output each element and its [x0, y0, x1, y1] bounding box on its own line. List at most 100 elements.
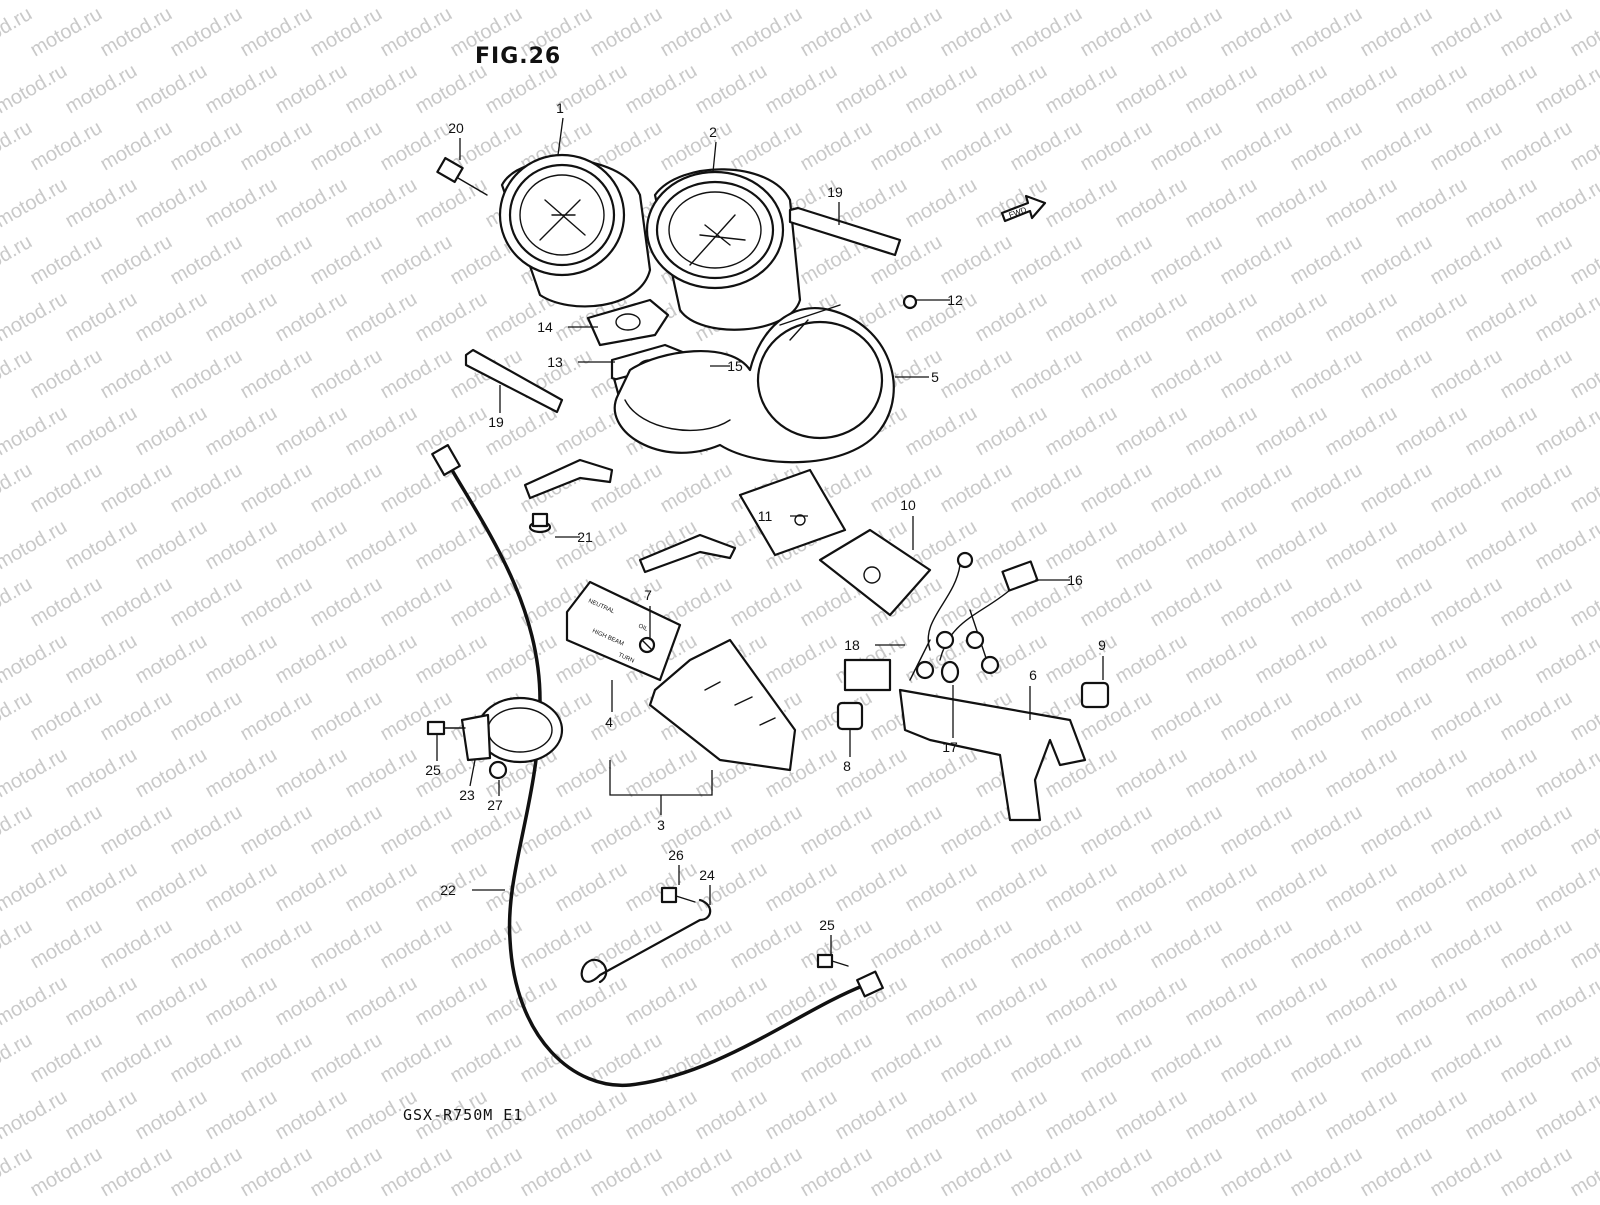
figure-title: FIG.26 [475, 44, 561, 69]
watermark-text: motod.ru [1077, 915, 1156, 974]
watermark-text: motod.ru [167, 573, 246, 632]
callout-15: 15 [727, 358, 743, 374]
watermark-text: motod.ru [307, 231, 386, 290]
watermark-text: motod.ru [727, 801, 806, 860]
watermark-text: motod.ru [27, 573, 106, 632]
watermark-text: motod.ru [692, 0, 771, 4]
watermark-text: motod.ru [972, 60, 1051, 119]
watermark-text: motod.ru [0, 231, 36, 290]
watermark-text: motod.ru [1427, 345, 1506, 404]
bolt-21 [530, 514, 550, 532]
watermark-text: motod.ru [1147, 801, 1226, 860]
watermark-text: motod.ru [552, 858, 631, 917]
nut-27 [490, 762, 506, 778]
watermark-text: motod.ru [1392, 174, 1471, 233]
watermark-text: motod.ru [27, 1143, 106, 1200]
watermark-text: motod.ru [1252, 744, 1331, 803]
watermark-text: motod.ru [1532, 0, 1600, 4]
watermark-text: motod.ru [132, 174, 211, 233]
callout-13: 13 [547, 354, 563, 370]
watermark-text: motod.ru [622, 1086, 701, 1145]
watermark-text: motod.ru [1462, 402, 1541, 461]
watermark-text: motod.ru [482, 858, 561, 917]
watermark-text: motod.ru [1182, 1086, 1261, 1145]
watermark-text: motod.ru [342, 174, 421, 233]
watermark-text: motod.ru [377, 1029, 456, 1088]
watermark-text: motod.ru [167, 1143, 246, 1200]
grommet-9 [1082, 683, 1108, 707]
watermark-text: motod.ru [202, 402, 281, 461]
watermark-text: motod.ru [762, 858, 841, 917]
watermark-text: motod.ru [937, 801, 1016, 860]
watermark-text: motod.ru [1567, 573, 1600, 632]
watermark-text: motod.ru [972, 402, 1051, 461]
watermark-text: motod.ru [1112, 174, 1191, 233]
watermark-text: motod.ru [132, 288, 211, 347]
callout-14: 14 [537, 319, 553, 335]
watermark-text: motod.ru [0, 630, 71, 689]
watermark-text: motod.ru [902, 858, 981, 917]
watermark-text: motod.ru [657, 915, 736, 974]
watermark-text: motod.ru [972, 972, 1051, 1031]
watermark-text: motod.ru [972, 1086, 1051, 1145]
watermark-text: motod.ru [587, 3, 666, 62]
watermark-text: motod.ru [937, 345, 1016, 404]
watermark-text: motod.ru [97, 231, 176, 290]
watermark-text: motod.ru [1567, 345, 1600, 404]
watermark-text: motod.ru [1462, 858, 1541, 917]
watermark-text: motod.ru [272, 402, 351, 461]
watermark-text: motod.ru [237, 117, 316, 176]
callout-6: 6 [1029, 667, 1037, 683]
watermark-text: motod.ru [1427, 573, 1506, 632]
watermark-text: motod.ru [272, 516, 351, 575]
watermark-text: motod.ru [237, 1029, 316, 1088]
watermark-text: motod.ru [342, 0, 421, 4]
watermark-text: motod.ru [867, 915, 946, 974]
watermark-text: motod.ru [132, 858, 211, 917]
watermark-text: motod.ru [307, 345, 386, 404]
grommet-8 [838, 703, 862, 729]
watermark-text: motod.ru [1357, 459, 1436, 518]
watermark-text: motod.ru [1217, 3, 1296, 62]
callout-22: 22 [440, 882, 456, 898]
watermark-text: motod.ru [272, 60, 351, 119]
watermark-text: motod.ru [1077, 1029, 1156, 1088]
watermark-text: motod.ru [167, 915, 246, 974]
watermark-text: motod.ru [482, 630, 561, 689]
watermark-text: motod.ru [132, 1086, 211, 1145]
watermark-text: motod.ru [307, 801, 386, 860]
watermark-text: motod.ru [27, 231, 106, 290]
watermark-text: motod.ru [0, 1086, 71, 1145]
screw-25b [818, 955, 848, 967]
watermark-text: motod.ru [1567, 3, 1600, 62]
watermark-text: motod.ru [0, 288, 71, 347]
watermark-text: motod.ru [832, 0, 911, 4]
watermark-text: motod.ru [1252, 288, 1331, 347]
watermark-text: motod.ru [1462, 516, 1541, 575]
watermark-text: motod.ru [342, 288, 421, 347]
watermark-text: motod.ru [167, 687, 246, 746]
watermark-text: motod.ru [447, 1143, 526, 1200]
callout-10: 10 [900, 497, 916, 513]
watermark-text: motod.ru [1357, 801, 1436, 860]
watermark-text: motod.ru [972, 858, 1051, 917]
watermark-text: motod.ru [762, 60, 841, 119]
watermark-text: motod.ru [342, 60, 421, 119]
callout-17: 17 [942, 739, 958, 755]
watermark-text: motod.ru [1217, 1029, 1296, 1088]
watermark-text: motod.ru [867, 1029, 946, 1088]
watermark-text: motod.ru [307, 573, 386, 632]
watermark-text: motod.ru [972, 288, 1051, 347]
watermark-text: motod.ru [132, 60, 211, 119]
watermark-text: motod.ru [1112, 858, 1191, 917]
watermark-text: motod.ru [0, 117, 36, 176]
watermark-text: motod.ru [0, 516, 71, 575]
watermark-text: motod.ru [1532, 516, 1600, 575]
watermark-text: motod.ru [832, 1086, 911, 1145]
watermark-text: motod.ru [1182, 174, 1261, 233]
watermark-text: motod.ru [1322, 288, 1401, 347]
watermark-text: motod.ru [0, 345, 36, 404]
watermark-text: motod.ru [1497, 1143, 1576, 1200]
watermark-text: motod.ru [1147, 3, 1226, 62]
